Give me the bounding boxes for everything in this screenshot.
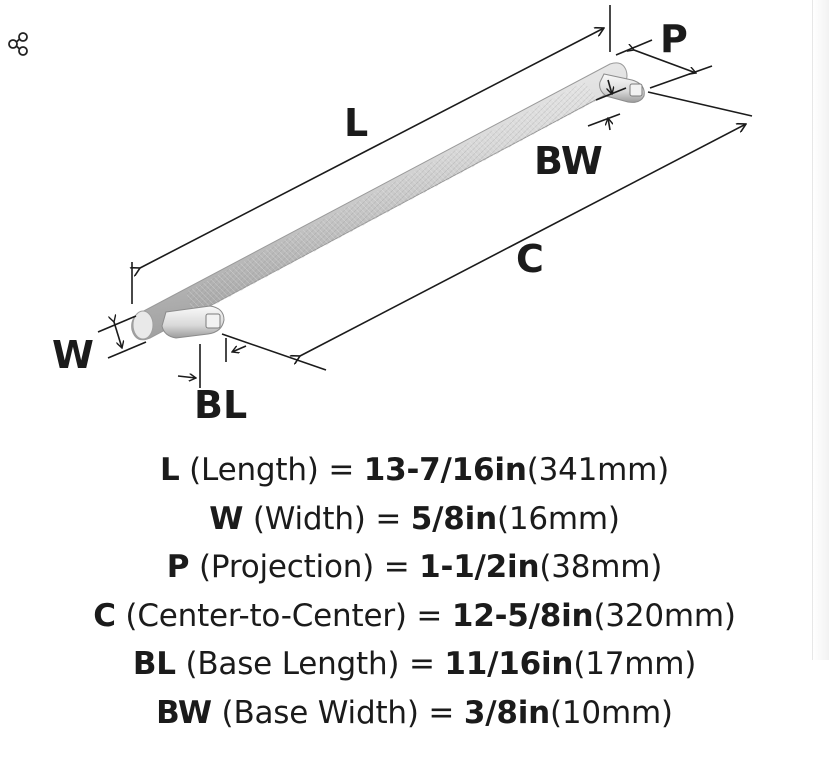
spec-value-metric: (341mm): [526, 452, 670, 488]
spec-symbol: BW: [156, 694, 212, 731]
dimension-diagram: L P BW C W BL: [52, 5, 753, 427]
dimension-lines: [97, 5, 753, 388]
scrollbar-edge: [812, 0, 829, 660]
spec-symbol: P: [166, 549, 190, 585]
spec-value-imperial: 1-1/2in: [419, 549, 540, 585]
spec-value-imperial: 5/8in: [410, 500, 497, 537]
spec-value-imperial: 13-7/16in: [363, 452, 527, 488]
label-length: L: [344, 101, 368, 145]
cabinet-pull-illustration: [131, 62, 645, 341]
spec-description: (Base Width) =: [211, 694, 464, 731]
spec-value-imperial: 3/8in: [463, 694, 550, 731]
label-base-width: BW: [534, 139, 603, 183]
label-width: W: [52, 333, 94, 377]
spec-symbol: W: [209, 500, 244, 537]
spec-value-metric: (16mm): [496, 500, 620, 537]
spec-value-metric: (320mm): [593, 597, 736, 634]
spec-symbol: C: [93, 597, 116, 634]
label-base-length: BL: [194, 383, 247, 427]
label-projection: P: [660, 17, 688, 61]
spec-value-metric: (17mm): [573, 646, 697, 682]
spec-base-width: BW (Base Width) = 3/8in(10mm): [0, 689, 829, 738]
label-center-to-center: C: [516, 237, 544, 281]
dimension-specs: L (Length) = 13-7/16in(341mm) W (Width) …: [0, 446, 829, 737]
spec-projection: P (Projection) = 1-1/2in(38mm): [0, 543, 829, 592]
share-icon[interactable]: [0, 26, 32, 62]
spec-value-metric: (38mm): [539, 549, 663, 585]
spec-base-length: BL (Base Length) = 11/16in(17mm): [0, 640, 829, 689]
spec-value-imperial: 12-5/8in: [451, 597, 594, 634]
spec-description: (Width) =: [243, 500, 411, 537]
spec-length: L (Length) = 13-7/16in(341mm): [0, 446, 829, 495]
spec-symbol: BL: [132, 646, 176, 682]
spec-value-metric: (10mm): [550, 694, 673, 731]
spec-value-imperial: 11/16in: [444, 646, 574, 682]
spec-description: (Length) =: [179, 452, 364, 488]
spec-description: (Center-to-Center) =: [115, 597, 452, 634]
spec-description: (Base Length) =: [175, 646, 445, 682]
spec-description: (Projection) =: [189, 549, 420, 585]
spec-symbol: L: [159, 452, 180, 488]
spec-width: W (Width) = 5/8in(16mm): [0, 495, 829, 544]
spec-center-to-center: C (Center-to-Center) = 12-5/8in(320mm): [0, 592, 829, 641]
